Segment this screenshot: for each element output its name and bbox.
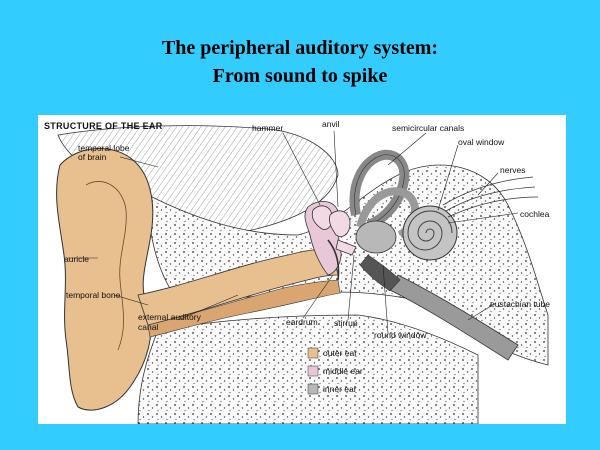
label-cochlea: cochlea <box>520 209 550 219</box>
legend-swatch-outer-ear <box>307 347 319 359</box>
eustachian-tube-dark <box>359 254 401 292</box>
label-oval-window: oval window <box>458 137 505 147</box>
auricle-shape <box>56 148 154 411</box>
semicircular-canals-outline <box>354 154 405 226</box>
legend-label-outer-ear: outer ear <box>323 348 357 358</box>
label-external-canal-2: canal <box>138 322 158 332</box>
label-nerves: nerves <box>500 165 526 175</box>
label-semicircular-canals: semicircular canals <box>392 123 464 133</box>
title-line-2: From sound to spike <box>212 65 388 87</box>
vestibule <box>355 220 397 254</box>
leader-lines <box>68 130 519 334</box>
slide-title: The peripheral auditory system: From sou… <box>0 34 600 90</box>
legend-swatch-inner-ear <box>307 383 319 395</box>
label-round-window: round window <box>374 330 427 340</box>
cochlea-spiral <box>407 210 453 251</box>
nerve-bundle <box>442 176 539 218</box>
ear-diagram: STRUCTURE OF THE EAR temporal lobe of br… <box>38 115 566 424</box>
label-eustachian-tube: eustachian tube <box>490 299 550 309</box>
label-anvil: anvil <box>322 119 340 129</box>
label-temporal-bone: temporal bone <box>66 290 121 300</box>
label-temporal-lobe-2: of brain <box>78 152 107 162</box>
legend-swatch-middle-ear <box>307 365 319 377</box>
eardrum-membrane <box>327 239 340 281</box>
legend: outer ear middle ear inner ear <box>307 347 363 395</box>
cochlea-outer <box>402 205 458 261</box>
label-hammer: hammer <box>252 123 283 133</box>
ear-diagram-svg: STRUCTURE OF THE EAR temporal lobe of br… <box>44 119 550 424</box>
eustachian-tube <box>389 274 519 361</box>
external-canal-band <box>147 279 341 338</box>
label-external-canal: external auditory <box>138 312 202 322</box>
legend-label-inner-ear: inner ear <box>323 384 357 394</box>
hammer-bone <box>311 205 333 230</box>
title-line-1: The peripheral auditory system: <box>161 37 439 59</box>
legend-label-middle-ear: middle ear <box>323 366 363 376</box>
diagram-heading: STRUCTURE OF THE EAR <box>44 121 163 131</box>
label-temporal-lobe: temporal lobe <box>78 143 130 153</box>
auricle-inner-fold <box>85 181 127 351</box>
anvil-bone <box>329 210 351 237</box>
label-auricle: auricle <box>64 254 89 264</box>
label-stirrup: stirrup <box>334 318 358 328</box>
label-eardrum: eardrum <box>286 317 318 327</box>
stirrup-bone <box>335 239 357 256</box>
